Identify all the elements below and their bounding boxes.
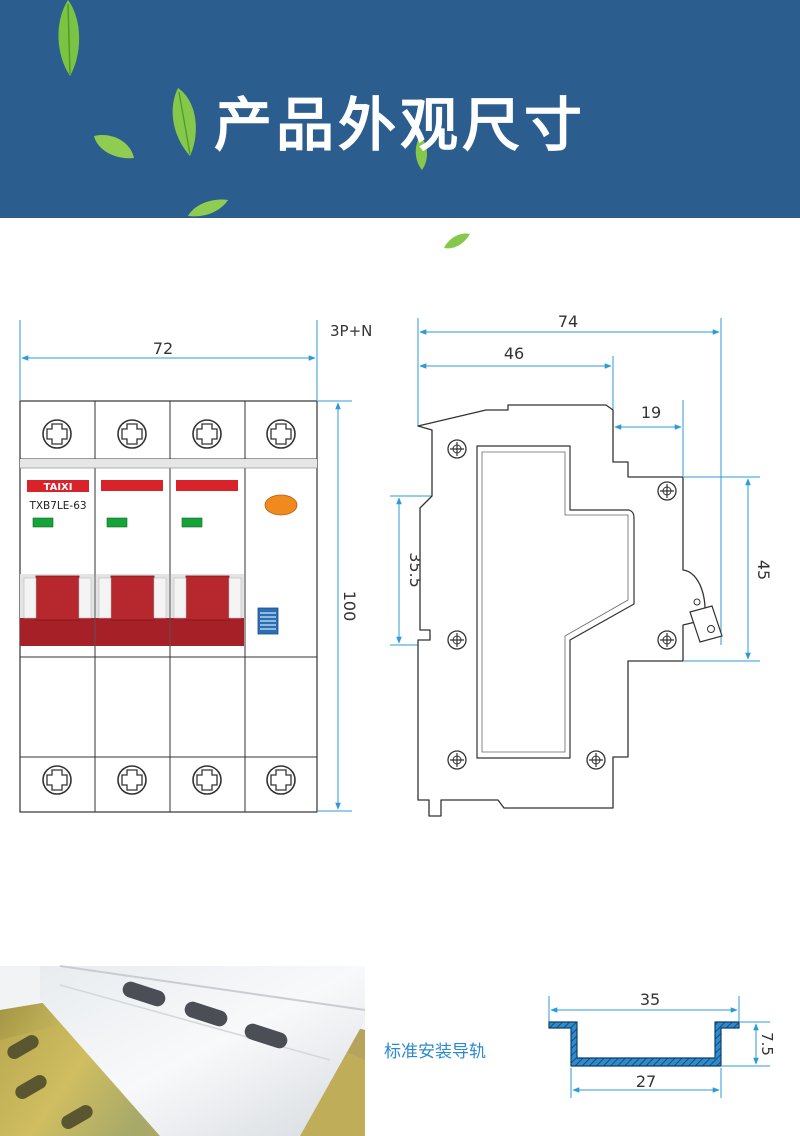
front-view: 72 3P+N 100 <box>19 320 372 813</box>
depth-74-label: 74 <box>558 312 578 331</box>
leaf-decoration-icon <box>58 0 80 76</box>
din-rail-profile: 35 7.5 27 <box>548 990 776 1098</box>
terminal-screw-icon <box>192 419 222 449</box>
leaf-decoration-icon <box>188 199 228 217</box>
model-name: TXB7LE-63 <box>28 500 86 512</box>
leaf-decoration-icon <box>444 233 470 249</box>
rail-width-35-label: 35 <box>640 990 660 1009</box>
status-window <box>181 517 203 528</box>
rail-depth-label: 7.5 <box>758 1032 776 1056</box>
height-dimension-label: 100 <box>340 591 359 622</box>
status-window <box>106 517 128 528</box>
terminal-screw-icon <box>117 419 147 449</box>
din-rail-photo <box>0 965 366 1136</box>
breaker-handle <box>98 575 167 621</box>
terminal-screw-icon <box>266 765 296 795</box>
header-banner: 产品外观尺寸 <box>0 0 800 218</box>
terminal-screw-icon <box>42 419 72 449</box>
terminal-screw-icon <box>266 419 296 449</box>
pole-label-strip <box>101 480 163 491</box>
offset-19-label: 19 <box>641 403 661 422</box>
terminal-screw-icon <box>192 765 222 795</box>
rivet-icon <box>657 630 677 650</box>
terminal-screw-icon <box>42 765 72 795</box>
rivet-icon <box>447 750 467 770</box>
rivet-icon <box>447 439 467 459</box>
rivet-icon <box>447 630 467 650</box>
pole-label-strip <box>176 480 238 491</box>
rivet-icon <box>586 750 606 770</box>
face-height-label: 45 <box>754 560 773 580</box>
test-button <box>257 607 279 635</box>
config-label: 3P+N <box>330 322 372 340</box>
brand-name: TAIXI <box>44 482 73 493</box>
side-view: 74 46 19 35.5 45 <box>390 312 773 817</box>
leakage-indicator <box>264 494 298 516</box>
terminal-screw-icon <box>117 765 147 795</box>
brand-strip <box>27 480 89 492</box>
leaf-decoration-icon <box>172 88 196 156</box>
depth-46-label: 46 <box>504 344 524 363</box>
rivet-icon <box>657 481 677 501</box>
width-dimension-label: 72 <box>153 339 173 358</box>
rail-width-27-label: 27 <box>636 1072 656 1091</box>
terminal-tab <box>689 605 723 643</box>
page-title: 产品外观尺寸 <box>213 91 586 159</box>
breaker-handle <box>173 575 242 621</box>
breaker-handle <box>23 575 92 621</box>
leaf-decoration-icon <box>94 134 134 159</box>
leaf-decoration-icon <box>415 136 427 170</box>
status-window <box>32 517 54 528</box>
din-rail-label: 标准安装导轨 <box>384 1042 486 1062</box>
